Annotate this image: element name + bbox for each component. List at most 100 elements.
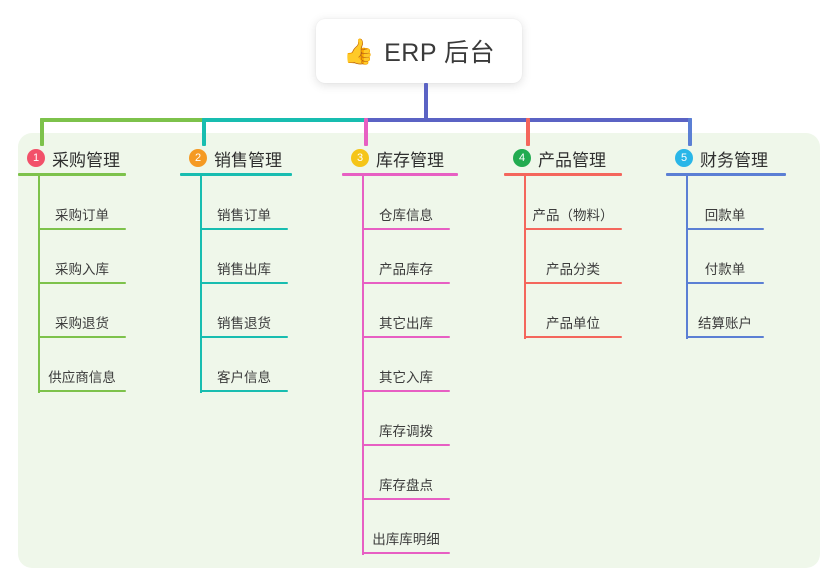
leaf-node[interactable]: 仓库信息 [362, 176, 450, 230]
branch-column-1: 1 采购管理采购订单采购入库采购退货供应商信息 [18, 145, 168, 393]
leaf-node[interactable]: 库存盘点 [362, 446, 450, 500]
branch-spine [200, 176, 202, 393]
root-node[interactable]: 👍 ERP 后台 [316, 19, 522, 83]
leaf-label: 供应商信息 [48, 370, 116, 385]
branch-number-badge: 1 [27, 149, 45, 167]
leaf-label: 产品分类 [546, 262, 600, 277]
leaf-node[interactable]: 采购入库 [38, 230, 126, 284]
drop-connector-5 [688, 118, 692, 146]
branch-spine [524, 176, 526, 339]
leaf-rule [38, 282, 126, 284]
leaf-node[interactable]: 产品单位 [524, 284, 622, 338]
leaf-label: 销售订单 [217, 208, 271, 223]
branch-title: 采购管理 [52, 150, 120, 170]
leaf-rule [200, 390, 288, 392]
leaf-label: 仓库信息 [379, 208, 433, 223]
leaf-label: 采购订单 [55, 208, 109, 223]
leaf-rule [38, 336, 126, 338]
leaf-node[interactable]: 产品分类 [524, 230, 622, 284]
leaf-node[interactable]: 产品（物料） [524, 176, 622, 230]
leaf-rule [362, 444, 450, 446]
branch-header-rule [180, 173, 292, 176]
leaf-rule [200, 282, 288, 284]
leaf-label: 采购退货 [55, 316, 109, 331]
leaf-label: 客户信息 [217, 370, 271, 385]
leaf-label: 采购入库 [55, 262, 109, 277]
leaf-node[interactable]: 其它入库 [362, 338, 450, 392]
bus-segment-4 [526, 118, 692, 122]
branch-header-采购管理[interactable]: 1 采购管理 [18, 145, 168, 171]
leaf-node[interactable]: 供应商信息 [38, 338, 126, 392]
root-connector-stem [424, 83, 428, 120]
leaf-label: 库存调拨 [379, 424, 433, 439]
leaf-node[interactable]: 客户信息 [200, 338, 288, 392]
branch-header-财务管理[interactable]: 5 财务管理 [666, 145, 796, 171]
leaf-label: 回款单 [704, 208, 746, 223]
leaf-node[interactable]: 销售订单 [200, 176, 288, 230]
branch-title: 销售管理 [214, 150, 282, 170]
leaf-node[interactable]: 销售出库 [200, 230, 288, 284]
leaf-node[interactable]: 库存调拨 [362, 392, 450, 446]
branch-column-5: 5 财务管理回款单付款单结算账户 [666, 145, 796, 339]
leaf-node[interactable]: 产品库存 [362, 230, 450, 284]
leaf-label: 产品（物料） [532, 208, 614, 223]
leaf-node[interactable]: 回款单 [686, 176, 764, 230]
leaf-node[interactable]: 出库库明细 [362, 500, 450, 554]
leaf-rule [362, 228, 450, 230]
branch-spine [686, 176, 688, 339]
leaf-list: 产品（物料） 产品分类产品单位 [524, 176, 622, 338]
leaf-rule [362, 552, 450, 554]
leaf-list: 仓库信息产品库存其它出库其它入库库存调拨库存盘点出库库明细 [362, 176, 450, 554]
drop-connector-4 [526, 118, 530, 146]
thumbs-up-icon: 👍 [342, 36, 375, 66]
leaf-rule [362, 390, 450, 392]
leaf-node[interactable]: 付款单 [686, 230, 764, 284]
leaf-rule [38, 390, 126, 392]
branch-header-rule [504, 173, 622, 176]
leaf-list: 采购订单采购入库采购退货供应商信息 [38, 176, 126, 392]
leaf-rule [38, 228, 126, 230]
leaf-node[interactable]: 采购退货 [38, 284, 126, 338]
leaf-label: 销售出库 [217, 262, 271, 277]
leaf-rule [200, 228, 288, 230]
bus-segment-1 [40, 118, 206, 122]
leaf-label: 付款单 [704, 262, 746, 277]
bus-segment-3 [364, 118, 530, 122]
leaf-rule [686, 228, 764, 230]
leaf-node[interactable]: 销售退货 [200, 284, 288, 338]
leaf-label: 出库库明细 [372, 532, 440, 547]
leaf-rule [362, 498, 450, 500]
leaf-label: 产品单位 [546, 316, 600, 331]
drop-connector-2 [202, 118, 206, 146]
branch-title: 财务管理 [700, 150, 768, 170]
leaf-label: 库存盘点 [379, 478, 433, 493]
leaf-list: 销售订单销售出库销售退货客户信息 [200, 176, 288, 392]
branch-number-badge: 5 [675, 149, 693, 167]
leaf-label: 销售退货 [217, 316, 271, 331]
leaf-rule [524, 336, 622, 338]
leaf-node[interactable]: 采购订单 [38, 176, 126, 230]
leaf-node[interactable]: 结算账户 [686, 284, 764, 338]
branch-header-rule [342, 173, 458, 176]
bus-segment-2 [202, 118, 368, 122]
branch-number-badge: 3 [351, 149, 369, 167]
leaf-rule [200, 336, 288, 338]
leaf-node[interactable]: 其它出库 [362, 284, 450, 338]
leaf-rule [524, 282, 622, 284]
leaf-label: 结算账户 [698, 316, 752, 331]
leaf-label: 其它出库 [379, 316, 433, 331]
branch-number-badge: 4 [513, 149, 531, 167]
drop-connector-1 [40, 118, 44, 146]
root-node-title: ERP 后台 [384, 39, 496, 67]
branch-spine [362, 176, 364, 555]
leaf-rule [524, 228, 622, 230]
drop-connector-3 [364, 118, 368, 146]
branch-spine [38, 176, 40, 393]
leaf-label: 其它入库 [379, 370, 433, 385]
